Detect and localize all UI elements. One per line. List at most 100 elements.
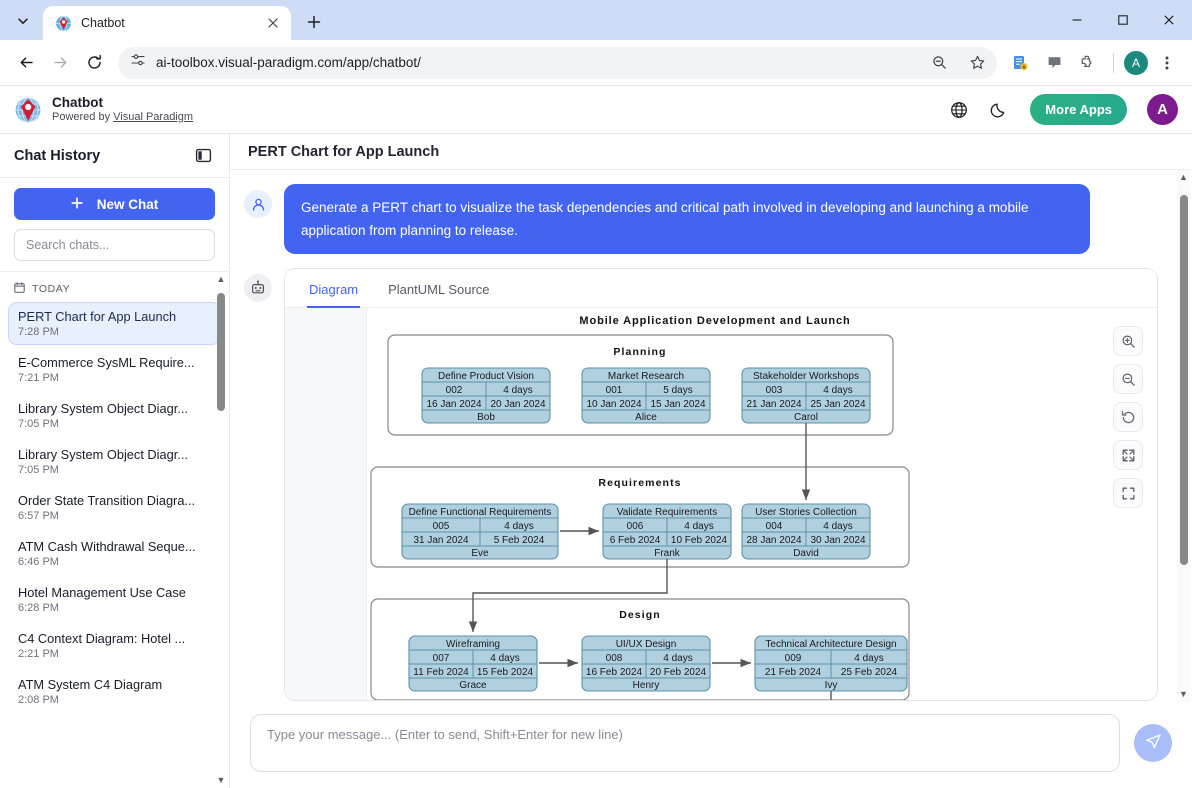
browser-tab[interactable]: Chatbot: [43, 6, 291, 40]
sidebar-scroll-track[interactable]: [215, 287, 227, 773]
chat-history-item[interactable]: PERT Chart for App Launch 7:28 PM: [8, 302, 221, 345]
new-chat-button[interactable]: New Chat: [14, 188, 215, 220]
dark-mode-moon-icon[interactable]: [984, 95, 1014, 125]
app-name: Chatbot: [52, 95, 103, 111]
language-globe-icon[interactable]: [944, 95, 974, 125]
tab-search-chevron-down-icon[interactable]: [6, 6, 40, 36]
chat-history-item[interactable]: C4 Context Diagram: Hotel ...2:21 PM: [8, 624, 221, 667]
user-avatar[interactable]: A: [1147, 94, 1178, 125]
node-owner: Ivy: [825, 680, 838, 691]
chat-history-item[interactable]: Library System Object Diagr...7:05 PM: [8, 440, 221, 483]
node-id: 008: [606, 653, 623, 664]
new-tab-plus-icon[interactable]: [299, 7, 329, 37]
frame-label-design: Design: [619, 609, 661, 621]
chat-history-item-title: PERT Chart for App Launch: [18, 309, 177, 324]
node-duration: 4 days: [503, 385, 532, 396]
window-maximize-icon[interactable]: [1100, 0, 1146, 40]
node-start: 31 Jan 2024: [413, 535, 468, 546]
sidebar-scrollbar[interactable]: ▲ ▼: [215, 272, 227, 788]
bookmark-star-icon[interactable]: [963, 49, 991, 77]
node-start: 11 Feb 2024: [413, 667, 469, 678]
chat-history-item-time: 7:05 PM: [18, 464, 59, 476]
fullscreen-icon[interactable]: [1113, 478, 1143, 509]
conversation-scroll-thumb[interactable]: [1180, 195, 1188, 565]
reading-list-icon[interactable]: [1005, 48, 1035, 78]
back-arrow-icon[interactable]: [10, 47, 42, 79]
zoom-in-icon[interactable]: [1113, 326, 1143, 357]
conversation-scroll-up-arrow-icon[interactable]: ▲: [1179, 172, 1188, 182]
node-id: 005: [433, 521, 450, 532]
search-chats-input[interactable]: [14, 229, 215, 261]
tab-plantuml-source[interactable]: PlantUML Source: [388, 282, 490, 298]
toolbar-divider: [1113, 52, 1114, 73]
node-start: 6 Feb 2024: [610, 535, 661, 546]
conversation-scroll-down-arrow-icon[interactable]: ▼: [1179, 689, 1188, 699]
browser-extensions: A: [1005, 48, 1182, 78]
diagram-result-card: Diagram PlantUML Source: [284, 268, 1158, 702]
node-id: 004: [766, 521, 783, 532]
extensions-puzzle-icon[interactable]: [1073, 48, 1103, 78]
user-message-text: Generate a PERT chart to visualize the t…: [284, 184, 1090, 255]
sidebar-scroll-thumb[interactable]: [217, 293, 225, 411]
address-bar[interactable]: ai-toolbox.visual-paradigm.com/app/chatb…: [118, 46, 997, 79]
node-owner: Alice: [635, 412, 657, 423]
node-name: UI/UX Design: [616, 639, 677, 650]
pert-node-technical-architecture-design: Technical Architecture Design 009 4 days…: [754, 635, 908, 692]
reload-icon[interactable]: [78, 47, 110, 79]
chat-history-item-time: 6:46 PM: [18, 556, 59, 568]
node-duration: 5 days: [663, 385, 692, 396]
browser-tab-bar: Chatbot: [0, 0, 1192, 40]
node-end: 30 Jan 2024: [810, 535, 865, 546]
tab-diagram[interactable]: Diagram: [307, 269, 361, 309]
window-minimize-icon[interactable]: [1054, 0, 1100, 40]
frame-label-planning: Planning: [613, 346, 666, 358]
scroll-down-arrow-icon[interactable]: ▼: [216, 775, 226, 785]
app-body: Chat History New Chat TODAY: [0, 134, 1192, 788]
three-dot-menu-icon[interactable]: [1152, 48, 1182, 78]
result-tabstrip: Diagram PlantUML Source: [285, 269, 1157, 309]
node-name: Market Research: [608, 371, 684, 382]
frame-design: Design: [370, 598, 910, 701]
node-duration: 4 days: [490, 653, 519, 664]
visual-paradigm-link[interactable]: Visual Paradigm: [113, 110, 194, 123]
node-name: Wireframing: [446, 639, 500, 650]
node-owner: Carol: [794, 412, 818, 423]
chat-history-item-time: 7:28 PM: [18, 326, 59, 338]
visual-paradigm-favicon-icon: [55, 15, 72, 32]
chat-history-item[interactable]: ATM Cash Withdrawal Seque...6:46 PM: [8, 532, 221, 575]
reset-zoom-icon[interactable]: [1113, 402, 1143, 433]
site-settings-tune-icon[interactable]: [130, 52, 146, 73]
assistant-message: Diagram PlantUML Source: [244, 268, 1158, 702]
scroll-up-arrow-icon[interactable]: ▲: [216, 274, 226, 284]
chat-history-item[interactable]: Order State Transition Diagra...6:57 PM: [8, 486, 221, 529]
conversation-scrollbar[interactable]: ▲ ▼: [1177, 170, 1190, 702]
chat-history-item[interactable]: E-Commerce SysML Require...7:21 PM: [8, 348, 221, 391]
conversation-scroll-track[interactable]: [1178, 185, 1190, 687]
new-chat-label: New Chat: [96, 196, 159, 212]
zoom-out-icon[interactable]: [925, 49, 953, 77]
browser-profile-avatar[interactable]: A: [1124, 50, 1148, 75]
chat-history-item[interactable]: Library System Object Diagr...7:05 PM: [8, 394, 221, 437]
panel-toggle-icon[interactable]: [191, 144, 215, 168]
tab-close-icon[interactable]: [263, 13, 283, 33]
fit-screen-icon[interactable]: [1113, 440, 1143, 471]
sidebar-header: Chat History: [0, 134, 229, 178]
pert-chart-svg: Mobile Application Development and Launc…: [370, 315, 910, 701]
node-start: 16 Feb 2024: [586, 667, 643, 678]
address-bar-url: ai-toolbox.visual-paradigm.com/app/chatb…: [156, 55, 421, 70]
window-close-icon[interactable]: [1146, 0, 1192, 40]
node-start: 16 Jan 2024: [426, 399, 481, 410]
zoom-out-icon[interactable]: [1113, 364, 1143, 395]
send-message-button[interactable]: [1134, 724, 1172, 762]
pert-diagram-canvas[interactable]: Mobile Application Development and Launc…: [285, 308, 1157, 701]
message-input[interactable]: [250, 714, 1120, 772]
comment-icon[interactable]: [1039, 48, 1069, 78]
more-apps-button[interactable]: More Apps: [1030, 94, 1127, 125]
edge-validate-to-wireframing: [468, 559, 668, 633]
node-duration: 4 days: [823, 385, 852, 396]
chat-history-item-title: E-Commerce SysML Require...: [18, 355, 195, 370]
chat-history-item-title: Library System Object Diagr...: [18, 401, 188, 416]
new-chat-plus-icon: [71, 196, 83, 212]
